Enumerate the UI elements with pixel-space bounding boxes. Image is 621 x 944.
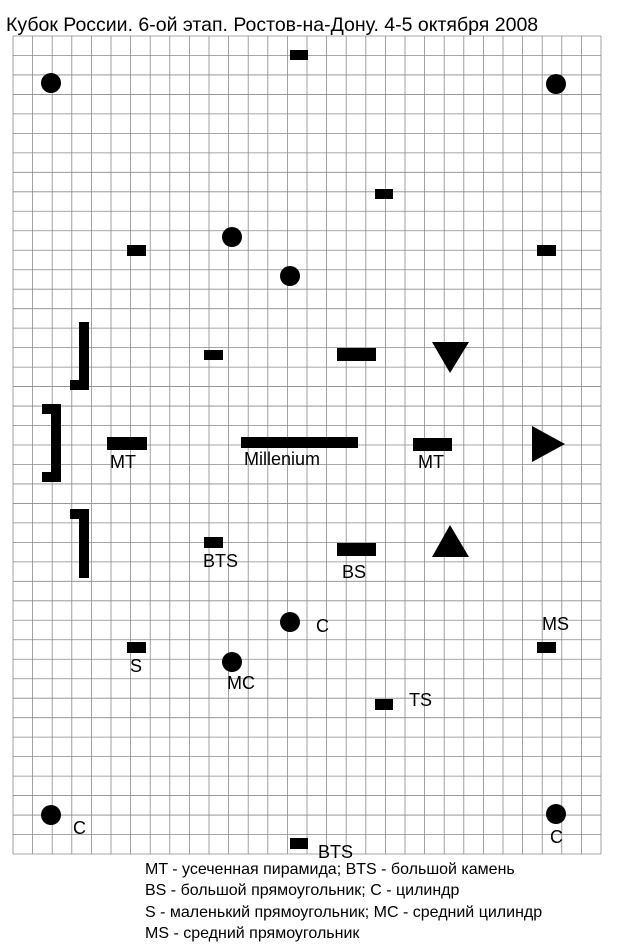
rect-ms (537, 642, 556, 653)
rect-upper-right (537, 245, 556, 256)
bracket-middle (42, 404, 61, 482)
rect-upper-right-mid (375, 189, 393, 199)
label-c-bottom-left: C (73, 818, 86, 838)
cylinder-c-center (280, 612, 300, 632)
rect-upper-left (127, 245, 146, 256)
rect-s (127, 642, 146, 653)
label-bts-bottom: BTS (318, 842, 353, 862)
legend-line-2: BS - большой прямоугольник; C - цилиндр (145, 882, 460, 899)
rect-top-center (290, 50, 308, 60)
triangle-up (432, 525, 469, 557)
diagram-title: Кубок России. 6-ой этап. Ростов-на-Дону.… (6, 14, 539, 36)
label-mc: MC (227, 673, 255, 693)
cylinder-mc (222, 652, 242, 672)
rect-bs (337, 543, 376, 556)
label-ms: MS (542, 614, 569, 634)
rect-mid-bs-upper (337, 348, 376, 361)
legend-line-4: MS - средний прямоугольник (145, 925, 360, 942)
cylinder-top-left (41, 73, 61, 93)
label-mt-left: MT (110, 452, 136, 472)
label-mt-right: MT (418, 452, 444, 472)
cylinder-bottom-left (41, 805, 61, 825)
rect-mt-right (413, 438, 452, 451)
label-millenium: Millenium (244, 449, 320, 469)
legend-line-3: S - маленький прямоугольник; MC - средни… (145, 904, 543, 921)
cylinder-bottom-right (546, 804, 566, 824)
label-ts: TS (409, 690, 432, 710)
label-c-center: C (316, 616, 329, 636)
rect-bts-mid (204, 537, 223, 548)
legend-line-1: MT - усеченная пирамида; BTS - большой к… (145, 861, 515, 878)
bracket-upper (70, 322, 89, 390)
label-bs: BS (342, 562, 366, 582)
rect-mid-left-small (204, 350, 223, 360)
cylinder-upper-mid (222, 227, 242, 247)
triangle-right (532, 426, 565, 462)
field-grid (12, 35, 602, 855)
label-c-bottom-right: C (550, 827, 563, 847)
cylinder-top-right (546, 74, 566, 94)
cylinder-upper-center (280, 266, 300, 286)
rect-ts (375, 699, 393, 710)
rect-millenium (241, 437, 358, 448)
bracket-lower (70, 509, 89, 578)
label-bts-mid: BTS (203, 551, 238, 571)
label-s: S (130, 656, 142, 676)
rect-bts-bottom (290, 838, 308, 849)
triangle-down (432, 342, 469, 373)
rect-mt-left (107, 437, 147, 450)
